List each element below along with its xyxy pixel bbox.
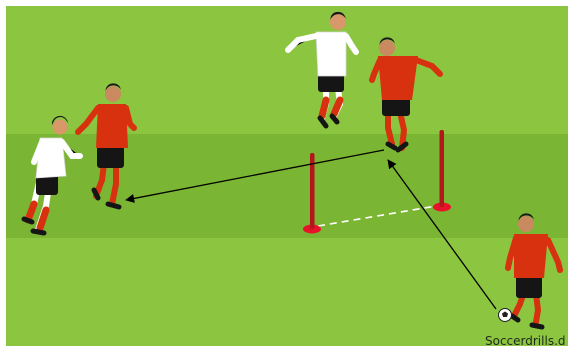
pole-stick [440,130,445,207]
player-boot [33,231,44,233]
player-shirt [96,104,128,148]
player-boot [24,219,32,222]
player-head [379,40,395,56]
player-boot [388,144,395,148]
player-head [53,120,68,135]
grass-stripe [6,134,568,238]
player-boot [512,316,518,320]
player-shirt [514,234,548,278]
player-head [105,86,121,102]
player-boot [532,325,542,327]
player-shirt [316,32,346,76]
soccer-ball-icon [499,309,512,322]
player-head [518,216,534,232]
watermark-text: Soccerdrills.d [485,335,566,347]
player-shorts [97,146,124,168]
player-shirt [378,56,418,100]
pitch [6,6,568,346]
player-sock [322,100,326,116]
player-leg [536,294,538,322]
player-boot [108,204,119,207]
